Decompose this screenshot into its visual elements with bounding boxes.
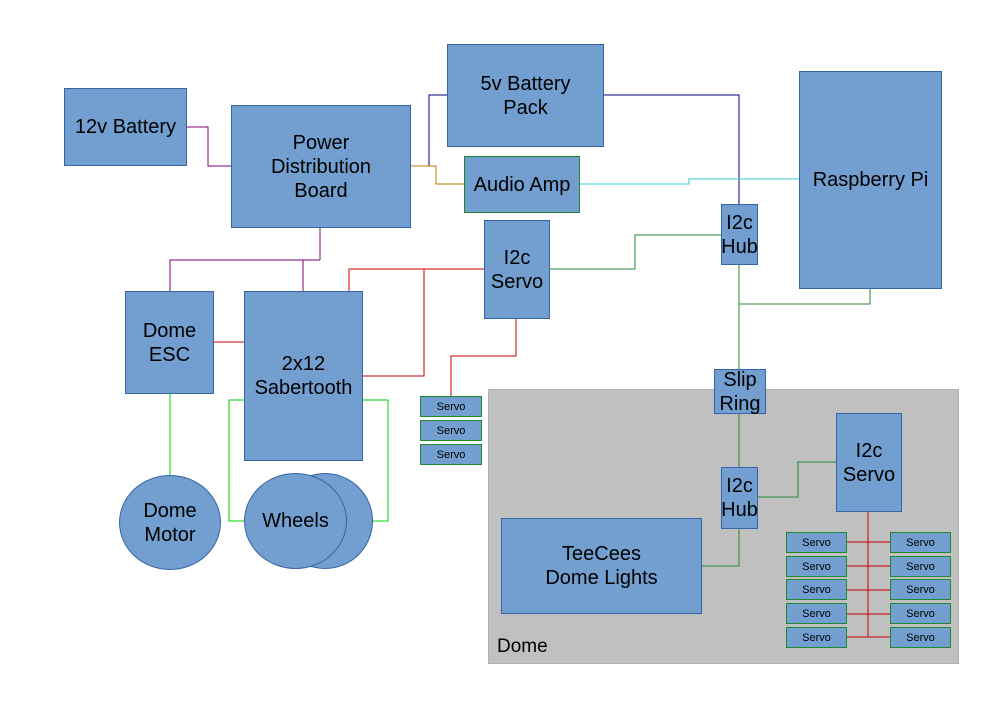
servo-box: Servo [786, 603, 847, 624]
servo-box: Servo [420, 396, 482, 417]
wire-sabertooth-to-wheels-right [362, 399, 389, 522]
battery-5v-pack-box: 5v Battery Pack [447, 44, 604, 147]
servo-box: Servo [890, 579, 951, 600]
teecees-dome-lights-box: TeeCees Dome Lights [501, 518, 702, 614]
servo-box: Servo [786, 579, 847, 600]
wire-5v-to-pdb [411, 94, 448, 167]
servo-box: Servo [786, 627, 847, 648]
dome-region-label: Dome [497, 636, 548, 657]
wire-servo-to-servos [450, 318, 517, 396]
wire-battery-to-pdb [186, 126, 231, 167]
servo-box: Servo [420, 420, 482, 441]
wire-hub-to-pi [738, 264, 871, 305]
i2c-servo-dome-box: I2c Servo [836, 413, 902, 512]
wire-pdb-to-esc [169, 259, 320, 292]
wire-servo-to-sabertooth [362, 269, 425, 377]
dome-motor-circle: Dome Motor [119, 475, 221, 570]
servo-box: Servo [890, 627, 951, 648]
wire-amp-to-pi [579, 178, 799, 185]
wheels-circle: Wheels [244, 473, 347, 569]
servo-box: Servo [890, 556, 951, 577]
servo-box: Servo [890, 532, 951, 553]
wire-5v-to-hub [603, 94, 740, 205]
servo-box: Servo [786, 532, 847, 553]
servo-box: Servo [420, 444, 482, 465]
i2c-hub-top-box: I2c Hub [721, 204, 758, 265]
wire-pdb-to-amp [411, 165, 465, 185]
servo-box: Servo [786, 556, 847, 577]
wire-domehub-to-teecees [701, 528, 740, 567]
slip-ring-box: Slip Ring [714, 369, 766, 415]
power-distribution-board-box: Power Distribution Board [231, 105, 411, 228]
battery-12v-box: 12v Battery [64, 88, 187, 166]
i2c-servo-top-box: I2c Servo [484, 220, 550, 319]
audio-amp-box: Audio Amp [464, 156, 580, 213]
dome-esc-box: Dome ESC [125, 291, 214, 394]
i2c-hub-dome-box: I2c Hub [721, 467, 758, 529]
wire-sabertooth-to-wheels-left [228, 399, 244, 522]
servo-box: Servo [890, 603, 951, 624]
wire-domehub-to-servo [757, 461, 836, 498]
sabertooth-box: 2x12 Sabertooth [244, 291, 363, 461]
wire-i2c-servo-to-hub [549, 234, 722, 270]
raspberry-pi-box: Raspberry Pi [799, 71, 942, 289]
